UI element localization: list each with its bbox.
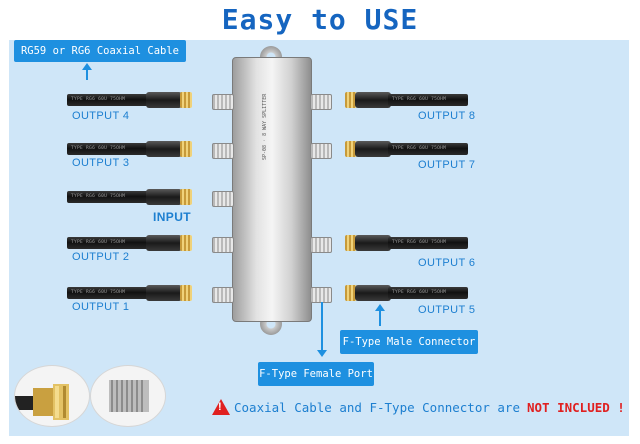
callout-coaxial-cable: RG59 or RG6 Coaxial Cable: [14, 40, 186, 62]
splitter-markings: SP-08 · 8 WAY SPLITTER: [262, 93, 268, 160]
port-left-4: [212, 287, 234, 303]
callout-female-port: F-Type Female Port: [258, 362, 374, 386]
label-output-7: OUTPUT 7: [418, 159, 476, 171]
label-output-1: OUTPUT 1: [72, 301, 130, 313]
callout-male-connector: F-Type Male Connector: [340, 330, 478, 354]
port-right-2: [310, 143, 332, 159]
notice-text: Coaxial Cable and F-Type Connector are: [234, 399, 520, 415]
arrow-up-male: [379, 308, 381, 326]
port-right-1: [310, 94, 332, 110]
arrow-icon: [82, 63, 92, 70]
page-title: Easy to USE: [221, 3, 419, 36]
port-left-input: [212, 191, 234, 207]
arrow-down-female: [321, 302, 323, 352]
label-output-4: OUTPUT 4: [72, 110, 130, 122]
notice-highlight: NOT INCLUED !: [526, 399, 625, 415]
male-connector-photo: [14, 365, 90, 427]
not-included-notice: Coaxial Cable and F-Type Connector are N…: [212, 399, 625, 415]
label-output-3: OUTPUT 3: [72, 157, 130, 169]
label-output-8: OUTPUT 8: [418, 110, 476, 122]
label-input: INPUT: [153, 210, 191, 224]
port-left-1: [212, 94, 234, 110]
label-output-6: OUTPUT 6: [418, 257, 476, 269]
port-right-4: [310, 287, 332, 303]
warning-triangle-icon: [212, 399, 230, 415]
arrow-icon: [317, 350, 327, 357]
female-port-photo: [90, 365, 166, 427]
port-left-2: [212, 143, 234, 159]
port-left-3: [212, 237, 234, 253]
arrow-icon: [375, 304, 385, 311]
label-output-5: OUTPUT 5: [418, 304, 476, 316]
splitter-body: [232, 57, 312, 322]
label-output-2: OUTPUT 2: [72, 251, 130, 263]
port-right-3: [310, 237, 332, 253]
arrow-up-cable: [86, 67, 88, 80]
